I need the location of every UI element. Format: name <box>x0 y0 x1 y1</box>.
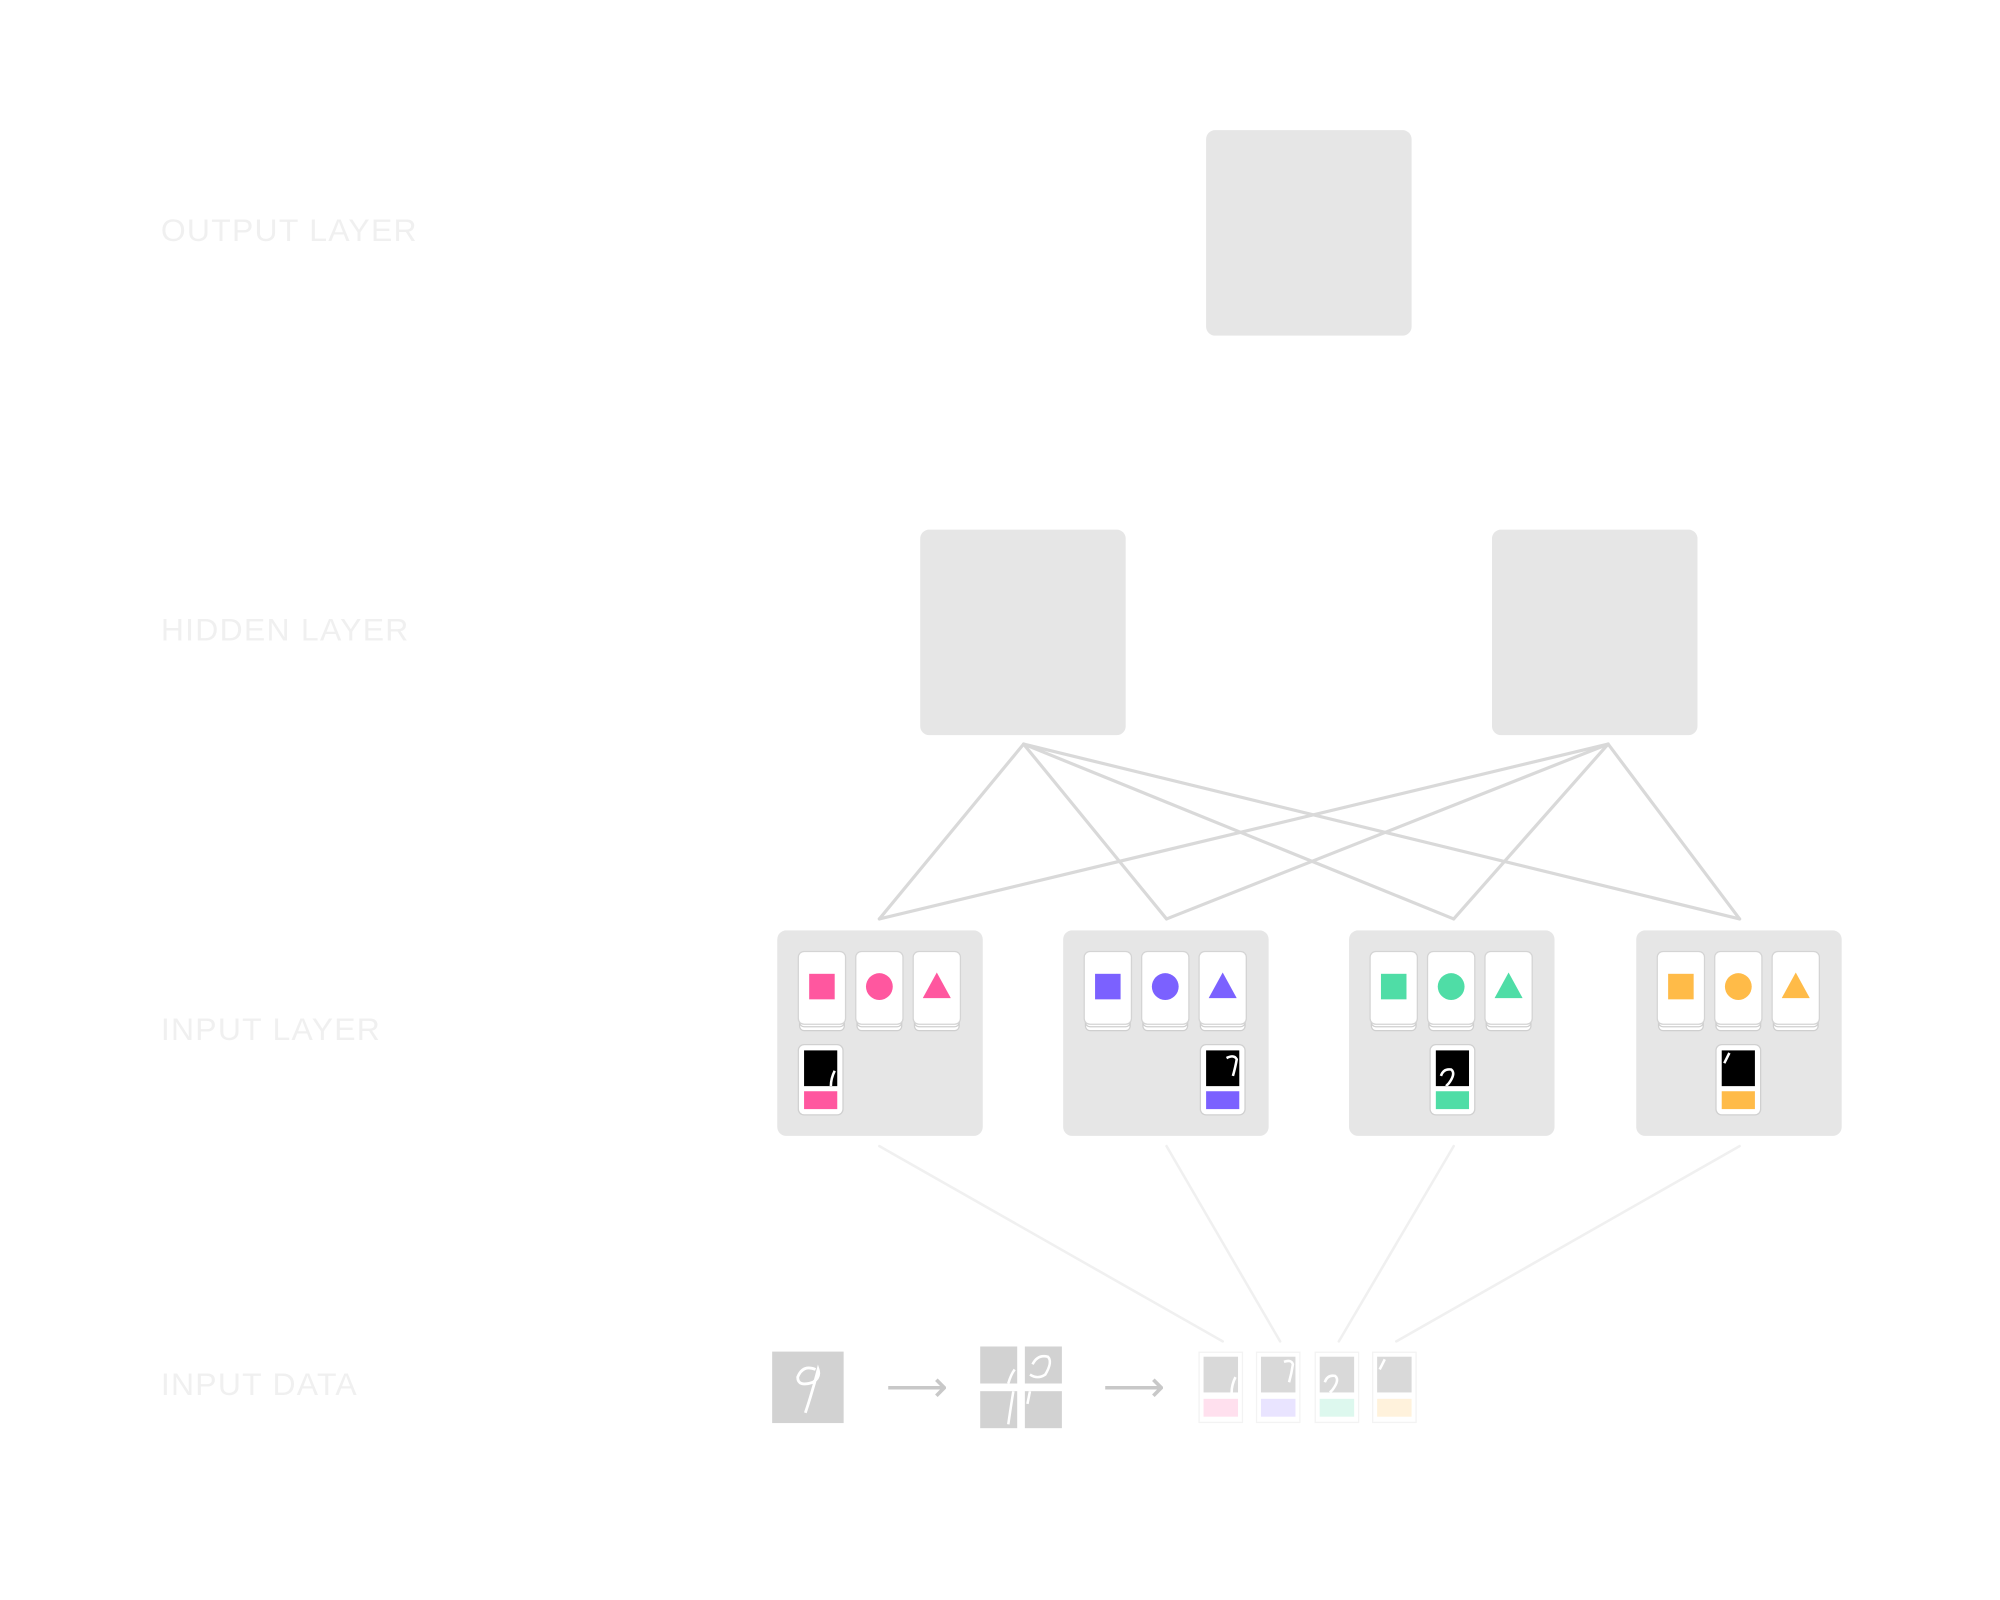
digit-patch <box>1260 1356 1296 1393</box>
quadrant-top-right <box>1024 1346 1062 1384</box>
circle-icon <box>1151 973 1179 1000</box>
hidden-node-1 <box>920 529 1126 736</box>
digit-patch <box>1206 1050 1240 1087</box>
digit-patch <box>1377 1356 1412 1393</box>
digit-patch <box>804 1050 838 1087</box>
wire-data-i2 <box>1165 1144 1282 1343</box>
image-patch-card <box>1430 1045 1475 1115</box>
input-layer-label: INPUT LAYER <box>160 1012 382 1048</box>
image-patch-card <box>1200 1045 1245 1115</box>
wire-h1-i4 <box>1021 742 1742 921</box>
color-bar <box>1435 1091 1470 1110</box>
circle-icon <box>865 973 893 1000</box>
wire-h2-i2 <box>1164 742 1610 921</box>
digit-patch <box>1435 1050 1470 1087</box>
feature-card <box>1084 952 1131 1024</box>
wire-data-i4 <box>1394 1144 1741 1343</box>
feature-card <box>1142 952 1189 1024</box>
triangle-icon <box>1781 972 1810 999</box>
feature-card <box>1370 952 1417 1024</box>
image-patch-card <box>798 1045 843 1115</box>
input-node-1 <box>777 930 983 1136</box>
feature-card <box>1657 952 1704 1024</box>
input-node-2 <box>1063 930 1269 1136</box>
feature-card <box>913 952 960 1024</box>
output-layer-label: OUTPUT LAYER <box>160 213 418 249</box>
hidden-layer-label: HIDDEN LAYER <box>160 612 410 649</box>
feature-card <box>1428 952 1475 1024</box>
feature-card <box>1715 952 1762 1024</box>
wire-h1-i1 <box>877 742 1026 921</box>
wire-data-i3 <box>1337 1144 1455 1343</box>
arrow-icon: ⟶ <box>1102 1363 1165 1412</box>
feature-card <box>1772 952 1819 1024</box>
color-bar <box>804 1091 838 1110</box>
feature-card <box>1199 952 1246 1024</box>
feature-card <box>856 952 903 1024</box>
digit-image <box>772 1351 844 1424</box>
image-patch-card <box>1716 1045 1761 1115</box>
patch-card-pink <box>1199 1352 1242 1422</box>
square-icon <box>809 973 835 1000</box>
square-icon <box>1668 973 1694 1000</box>
wire-h2-i4 <box>1606 742 1742 921</box>
digit-patch <box>1203 1356 1239 1393</box>
arrow-icon: ⟶ <box>885 1363 948 1412</box>
circle-icon <box>1437 973 1465 1000</box>
quadrant-bottom-left <box>980 1391 1018 1429</box>
patch-card-green <box>1315 1352 1358 1422</box>
quadrant-bottom-right <box>1024 1391 1062 1429</box>
feature-card <box>798 952 845 1024</box>
triangle-icon <box>1208 972 1237 999</box>
input-data-label: INPUT DATA <box>160 1366 358 1403</box>
patch-card-purple <box>1257 1352 1300 1422</box>
square-icon <box>1380 973 1407 1000</box>
output-node <box>1206 130 1412 336</box>
color-bar <box>1377 1398 1412 1417</box>
wire-h2-i1 <box>877 742 1610 921</box>
hidden-node-2 <box>1491 529 1698 736</box>
input-node-4 <box>1636 930 1842 1136</box>
input-node-3 <box>1349 930 1555 1136</box>
feature-card <box>1485 952 1532 1024</box>
wire-data-i1 <box>878 1144 1224 1343</box>
color-bar <box>1319 1398 1355 1417</box>
color-bar <box>1203 1398 1239 1417</box>
digit-patch <box>1319 1356 1355 1393</box>
digit-patch <box>1721 1050 1755 1087</box>
wire-h1-i2 <box>1021 742 1169 921</box>
triangle-icon <box>1494 972 1523 999</box>
color-bar <box>1206 1091 1240 1110</box>
color-bar <box>1260 1398 1296 1417</box>
patch-card-orange <box>1373 1352 1416 1422</box>
quadrant-top-left <box>980 1346 1018 1384</box>
square-icon <box>1095 973 1121 1000</box>
split-digit-image <box>980 1346 1062 1429</box>
circle-icon <box>1724 973 1752 1000</box>
color-bar <box>1721 1091 1755 1110</box>
wire-h2-i3 <box>1452 742 1610 921</box>
triangle-icon <box>922 972 951 999</box>
